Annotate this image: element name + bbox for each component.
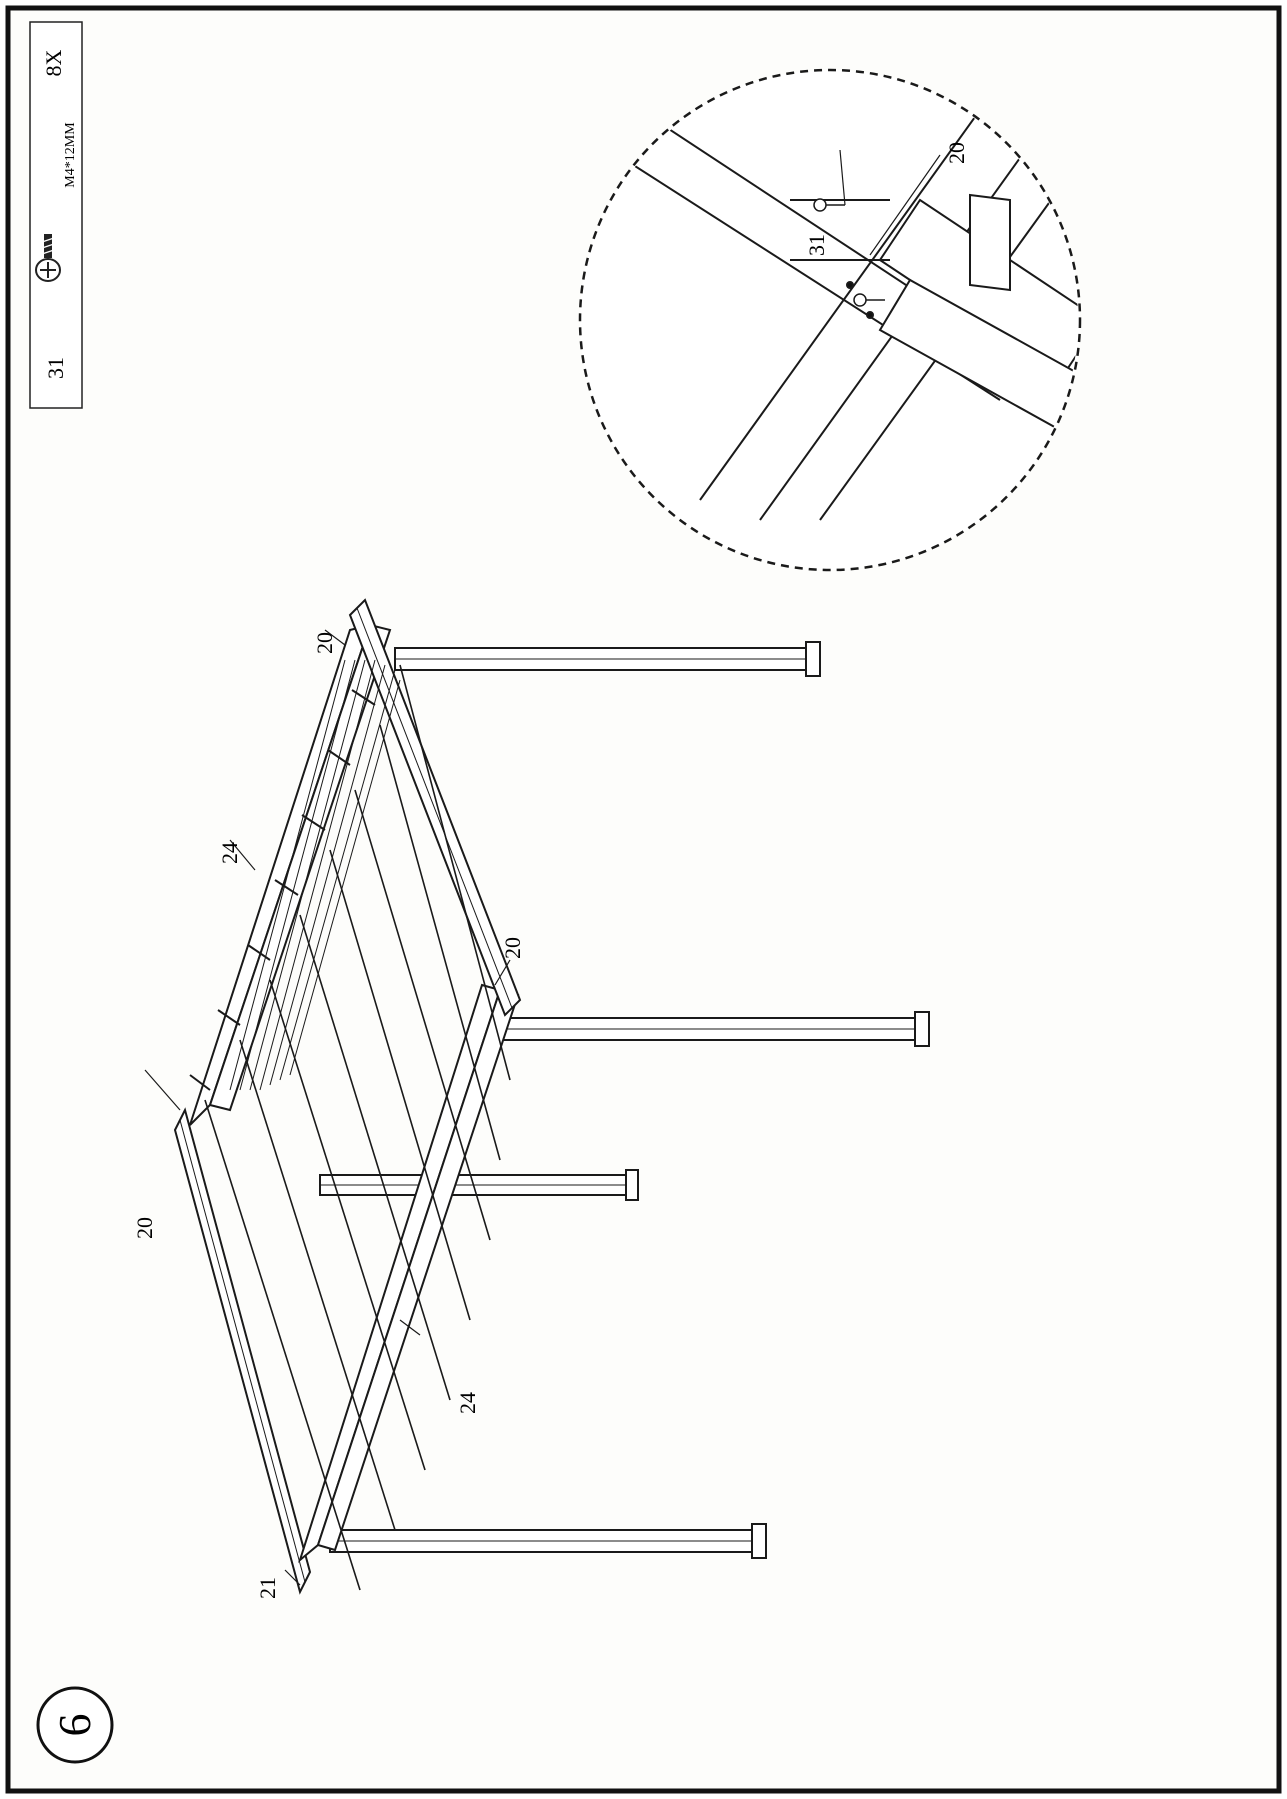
parts-box: [29, 21, 83, 409]
post-center: [499, 1011, 930, 1047]
label-leaders: [144, 629, 511, 1586]
canopy-slats: [229, 659, 401, 1091]
step-number: 6: [49, 1713, 100, 1737]
beam-20-left: [173, 1107, 312, 1595]
label-beam-corner: 21: [255, 1577, 280, 1599]
screw-icon: [35, 234, 61, 282]
post-back: [319, 1169, 639, 1201]
detail-circle: [578, 68, 1082, 572]
label-rafter-bottom: 24: [455, 1392, 480, 1414]
label-detail-screw: 31: [804, 234, 829, 256]
label-beam-left: 20: [132, 1217, 157, 1239]
part-quantity-label: 8X: [41, 49, 66, 77]
label-beam-top: 20: [312, 632, 337, 654]
step-badge: [36, 1686, 114, 1764]
pergola-drawing: [173, 598, 930, 1595]
post-top-right: [394, 641, 821, 677]
part-number-label: 31: [43, 357, 68, 379]
rafters: [204, 664, 511, 1591]
part-spec-label: M4*12MM: [63, 122, 78, 188]
label-rafter-top: 24: [217, 842, 242, 864]
screw-icon: [813, 198, 885, 307]
label-detail-beam: 20: [944, 142, 969, 164]
label-beam-mid: 20: [500, 937, 525, 959]
